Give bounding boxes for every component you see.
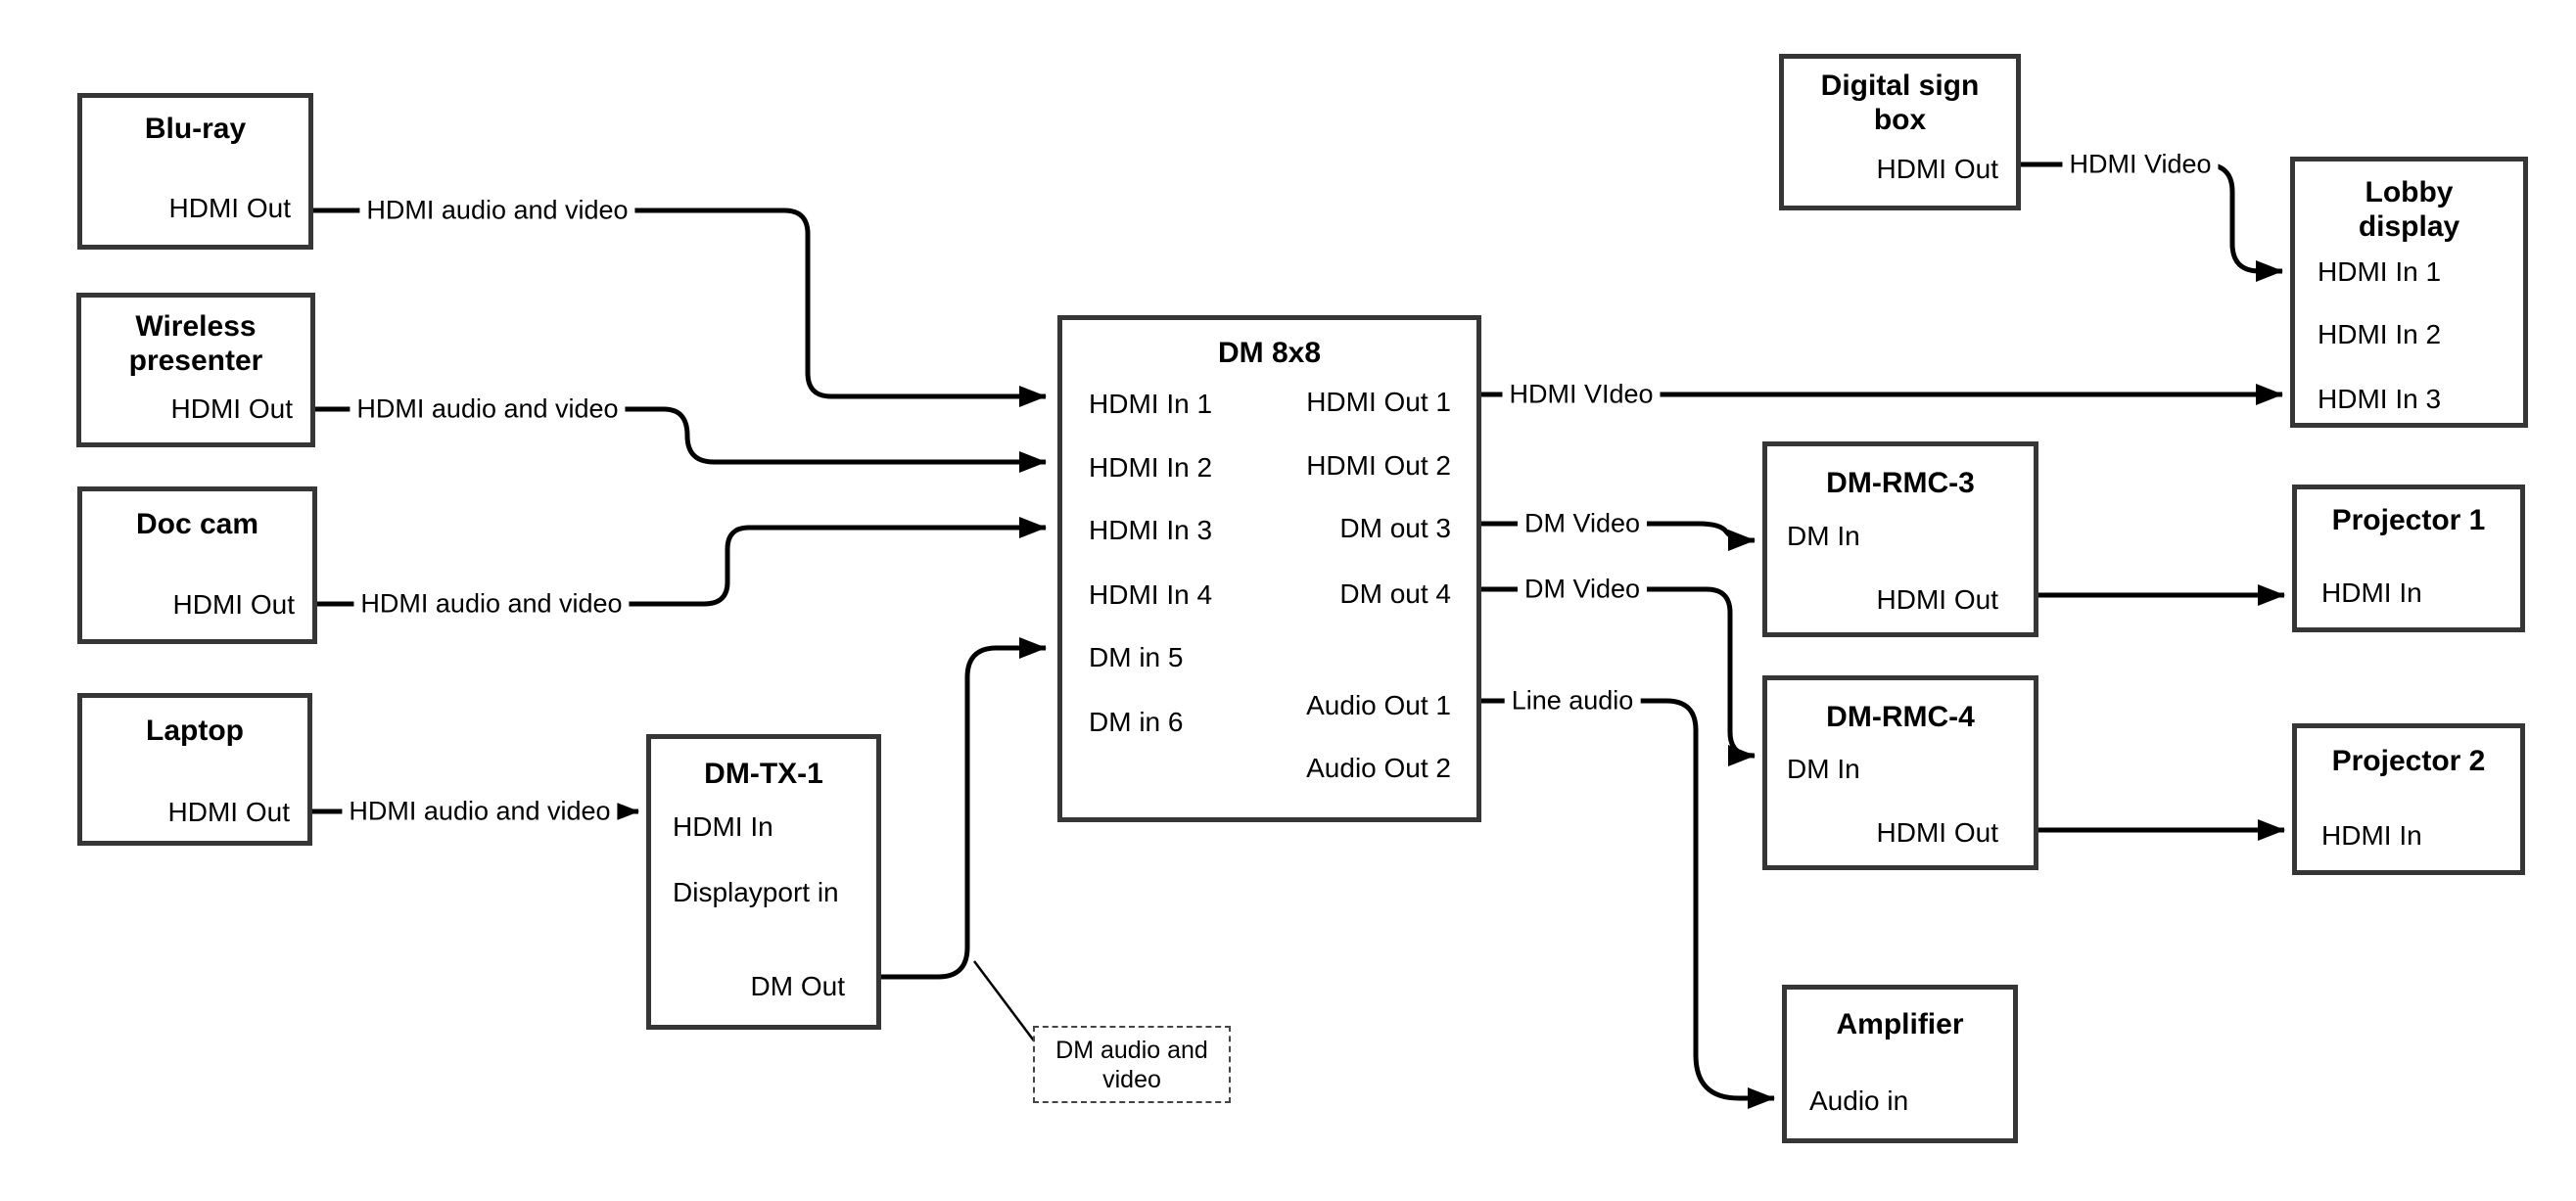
node-projector-2: Projector 2 HDMI In bbox=[2292, 723, 2525, 875]
port-dm-out-3: DM out 3 bbox=[1339, 513, 1451, 543]
node-title: Lobby display bbox=[2358, 176, 2460, 243]
wire-bluray-to-dm8x8-in1 bbox=[313, 208, 1047, 407]
port-audio-out-1: Audio Out 1 bbox=[1306, 690, 1451, 720]
wire-dm8x8-audio1-to-amplifier bbox=[1481, 698, 1775, 1109]
wire-wireless-to-dm8x8-in2 bbox=[315, 406, 1047, 473]
node-title: Digital sign box bbox=[1820, 69, 1980, 136]
port-hdmi-in-1: HDMI In 1 bbox=[2318, 256, 2442, 287]
port-hdmi-out: HDMI Out bbox=[172, 589, 295, 620]
node-blu-ray: Blu-ray HDMI Out bbox=[77, 93, 313, 250]
port-hdmi-in-3: HDMI In 3 bbox=[1089, 515, 1213, 545]
port-hdmi-in: HDMI In bbox=[2321, 577, 2422, 608]
node-dm-rmc-4: DM-RMC-4 DM In HDMI Out bbox=[1762, 675, 2038, 870]
port-dm-in: DM In bbox=[1787, 754, 1860, 784]
node-wireless-presenter: Wireless presenter HDMI Out bbox=[76, 293, 315, 447]
wire-doccam-to-dm8x8-in3 bbox=[317, 517, 1047, 607]
wire-dmtx1-to-dm8x8-in5 bbox=[881, 637, 1047, 980]
port-hdmi-in: HDMI In bbox=[2321, 820, 2422, 851]
node-title: DM-RMC-3 bbox=[1826, 467, 1975, 499]
port-hdmi-out-1: HDMI Out 1 bbox=[1306, 387, 1451, 417]
port-dm-out: DM Out bbox=[750, 971, 845, 1001]
port-hdmi-out: HDMI Out bbox=[1876, 817, 1998, 848]
port-displayport-in: Displayport in bbox=[673, 877, 839, 907]
node-title: Doc cam bbox=[135, 508, 259, 540]
port-hdmi-out: HDMI Out bbox=[168, 193, 291, 223]
annotation-dm-audio-video: DM audio and video bbox=[1033, 1026, 1231, 1103]
port-hdmi-out: HDMI Out bbox=[1876, 154, 1998, 184]
port-audio-in: Audio in bbox=[1809, 1086, 1909, 1116]
port-hdmi-out: HDMI Out bbox=[170, 393, 293, 424]
port-audio-out-2: Audio Out 2 bbox=[1306, 753, 1451, 783]
wire-label-dm-video-out4: DM Video bbox=[1517, 574, 1648, 605]
port-hdmi-out-2: HDMI Out 2 bbox=[1306, 450, 1451, 481]
node-title: Projector 2 bbox=[2331, 745, 2486, 777]
node-title: Amplifier bbox=[1836, 1008, 1964, 1040]
wire-label-hdmi-av-doccam: HDMI audio and video bbox=[353, 588, 630, 620]
callout-line bbox=[973, 960, 1037, 1044]
node-dm-tx-1: DM-TX-1 HDMI In Displayport in DM Out bbox=[646, 734, 881, 1030]
node-dm-rmc-3: DM-RMC-3 DM In HDMI Out bbox=[1762, 441, 2038, 637]
port-dm-out-4: DM out 4 bbox=[1339, 578, 1451, 609]
port-dm-in-5: DM in 5 bbox=[1089, 642, 1184, 672]
node-title: DM 8x8 bbox=[1217, 337, 1322, 369]
wire-dm8x8-out4-to-dmrmc4 bbox=[1481, 586, 1756, 766]
node-title: DM-RMC-4 bbox=[1826, 701, 1975, 733]
port-hdmi-out: HDMI Out bbox=[167, 797, 290, 827]
node-laptop: Laptop HDMI Out bbox=[77, 693, 312, 846]
wire-label-dm-video-out3: DM Video bbox=[1517, 508, 1648, 539]
port-hdmi-in-3: HDMI In 3 bbox=[2318, 384, 2442, 414]
node-projector-1: Projector 1 HDMI In bbox=[2292, 485, 2525, 632]
port-hdmi-in-4: HDMI In 4 bbox=[1089, 579, 1213, 610]
node-title: Wireless presenter bbox=[128, 310, 263, 377]
port-hdmi-out: HDMI Out bbox=[1876, 584, 1998, 615]
wire-label-hdmi-av-laptop: HDMI audio and video bbox=[342, 796, 618, 827]
node-dm-8x8: DM 8x8 HDMI In 1 HDMI In 2 HDMI In 3 HDM… bbox=[1057, 315, 1481, 822]
wire-label-line-audio: Line audio bbox=[1504, 685, 1641, 716]
wire-digitalsign-to-lobby-in1 bbox=[2021, 162, 2283, 282]
wire-label-hdmi-av-bluray: HDMI audio and video bbox=[359, 195, 635, 226]
wire-label-hdmi-av-wireless: HDMI audio and video bbox=[350, 393, 626, 425]
port-dm-in: DM In bbox=[1787, 521, 1860, 551]
node-title: Projector 1 bbox=[2331, 504, 2486, 536]
port-hdmi-in-2: HDMI In 2 bbox=[2318, 319, 2442, 349]
node-title: DM-TX-1 bbox=[704, 758, 823, 790]
port-hdmi-in: HDMI In bbox=[673, 811, 773, 842]
port-hdmi-in-2: HDMI In 2 bbox=[1089, 452, 1213, 483]
node-doc-cam: Doc cam HDMI Out bbox=[77, 486, 317, 644]
node-amplifier: Amplifier Audio in bbox=[1782, 985, 2018, 1143]
port-dm-in-6: DM in 6 bbox=[1089, 707, 1184, 737]
wire-label-hdmi-video-out1: HDMI VIdeo bbox=[1502, 379, 1661, 410]
node-title: Laptop bbox=[146, 715, 244, 747]
node-digital-sign-box: Digital sign box HDMI Out bbox=[1779, 54, 2021, 210]
wire-label-hdmi-video-sign: HDMI Video bbox=[2062, 149, 2219, 180]
node-lobby-display: Lobby display HDMI In 1 HDMI In 2 HDMI I… bbox=[2290, 157, 2528, 428]
port-hdmi-in-1: HDMI In 1 bbox=[1089, 389, 1213, 419]
node-title: Blu-ray bbox=[144, 113, 247, 145]
wire-dm8x8-out3-to-dmrmc3 bbox=[1481, 521, 1756, 551]
